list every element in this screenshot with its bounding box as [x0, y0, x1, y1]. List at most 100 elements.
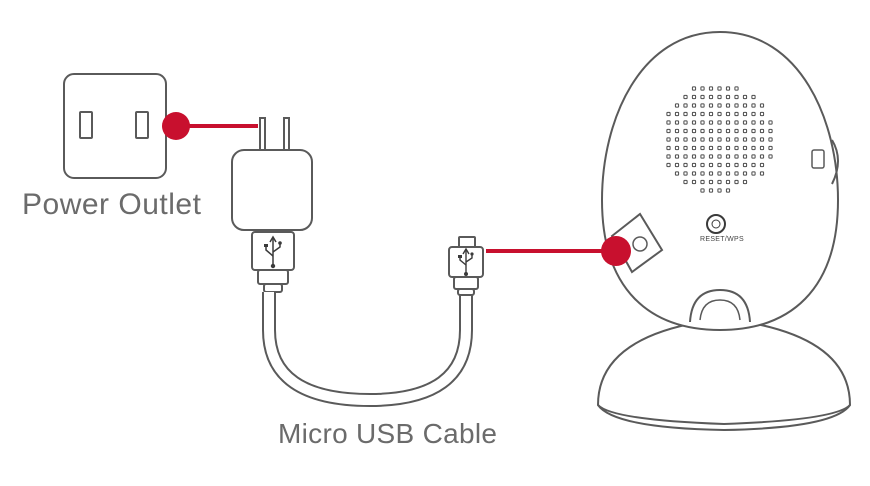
speaker-hole [683, 111, 688, 117]
speaker-hole [666, 145, 671, 151]
speaker-hole [725, 86, 731, 91]
speaker-hole [674, 154, 680, 159]
speaker-hole [674, 111, 680, 117]
speaker-hole [708, 162, 714, 168]
speaker-hole [708, 188, 714, 193]
speaker-hole [734, 145, 739, 151]
speaker-hole [666, 111, 671, 117]
usb-cable [264, 292, 471, 406]
speaker-hole [751, 94, 756, 100]
speaker-hole [742, 94, 748, 100]
speaker-hole [691, 94, 697, 100]
speaker-hole [725, 188, 731, 193]
speaker-hole [759, 120, 765, 125]
side-switch [811, 149, 825, 169]
speaker-hole [717, 103, 722, 108]
speaker-hole [700, 86, 705, 91]
speaker-hole [700, 179, 705, 185]
speaker-hole [691, 162, 697, 168]
speaker-hole [751, 128, 756, 134]
speaker-hole [725, 103, 731, 108]
camera [596, 30, 852, 432]
micro-usb-cable-label: Micro USB Cable [278, 418, 498, 449]
speaker-hole [751, 111, 756, 117]
speaker-hole [725, 94, 731, 100]
outlet-slot-left [79, 111, 93, 139]
speaker-hole [708, 120, 714, 125]
speaker-hole [742, 162, 748, 168]
camera-connection-marker [601, 236, 631, 266]
speaker-hole [742, 103, 748, 108]
speaker-hole [734, 94, 739, 100]
speaker-hole [700, 162, 705, 168]
speaker-hole [742, 128, 748, 134]
usb-icon [458, 247, 474, 276]
speaker-hole [759, 171, 765, 176]
speaker-hole [708, 86, 714, 91]
speaker-hole [751, 171, 756, 176]
speaker-hole [759, 128, 765, 134]
speaker-hole [725, 145, 731, 151]
speaker-hole [751, 137, 756, 142]
speaker-hole [759, 103, 765, 108]
speaker-hole [691, 171, 697, 176]
speaker-hole [691, 111, 697, 117]
speaker-hole [759, 111, 765, 117]
speaker-hole [768, 128, 773, 134]
speaker-hole [691, 128, 697, 134]
speaker-hole [742, 171, 748, 176]
speaker-hole [725, 162, 731, 168]
speaker-hole [734, 103, 739, 108]
speaker-hole [759, 162, 765, 168]
speaker-hole [734, 162, 739, 168]
speaker-hole [717, 171, 722, 176]
reset-button [706, 214, 726, 234]
speaker-hole [725, 120, 731, 125]
speaker-hole [768, 145, 773, 151]
speaker-hole [700, 188, 705, 193]
power-adapter [231, 117, 313, 293]
speaker-hole [674, 128, 680, 134]
speaker-hole [759, 137, 765, 142]
outlet-slot-right [135, 111, 149, 139]
speaker-hole [691, 137, 697, 142]
speaker-hole [708, 103, 714, 108]
speaker-hole [717, 128, 722, 134]
speaker-hole [725, 137, 731, 142]
speaker-hole [725, 171, 731, 176]
speaker-hole [717, 94, 722, 100]
speaker-hole [683, 128, 688, 134]
speaker-hole [674, 171, 680, 176]
speaker-hole [666, 120, 671, 125]
outlet-connection-marker [162, 112, 190, 140]
speaker-hole [708, 137, 714, 142]
speaker-hole [751, 154, 756, 159]
speaker-hole [708, 171, 714, 176]
speaker-hole [742, 145, 748, 151]
speaker-hole [708, 128, 714, 134]
adapter-prong-right [283, 117, 290, 153]
speaker-hole [768, 154, 773, 159]
speaker-hole [717, 137, 722, 142]
speaker-hole [717, 179, 722, 185]
speaker-hole [708, 145, 714, 151]
speaker-hole [717, 145, 722, 151]
speaker-hole [734, 137, 739, 142]
speaker-hole [683, 137, 688, 142]
speaker-hole [768, 120, 773, 125]
speaker-hole [751, 145, 756, 151]
speaker-hole [700, 171, 705, 176]
speaker-hole [700, 94, 705, 100]
speaker-hole [674, 137, 680, 142]
speaker-hole [734, 154, 739, 159]
speaker-hole [751, 103, 756, 108]
power-outlet [63, 73, 167, 179]
speaker-hole [674, 162, 680, 168]
speaker-hole [759, 154, 765, 159]
speaker-hole [751, 120, 756, 125]
speaker-hole [734, 171, 739, 176]
reset-wps-label: RESET/WPS [700, 236, 744, 243]
speaker-hole [700, 103, 705, 108]
speaker-hole [759, 145, 765, 151]
